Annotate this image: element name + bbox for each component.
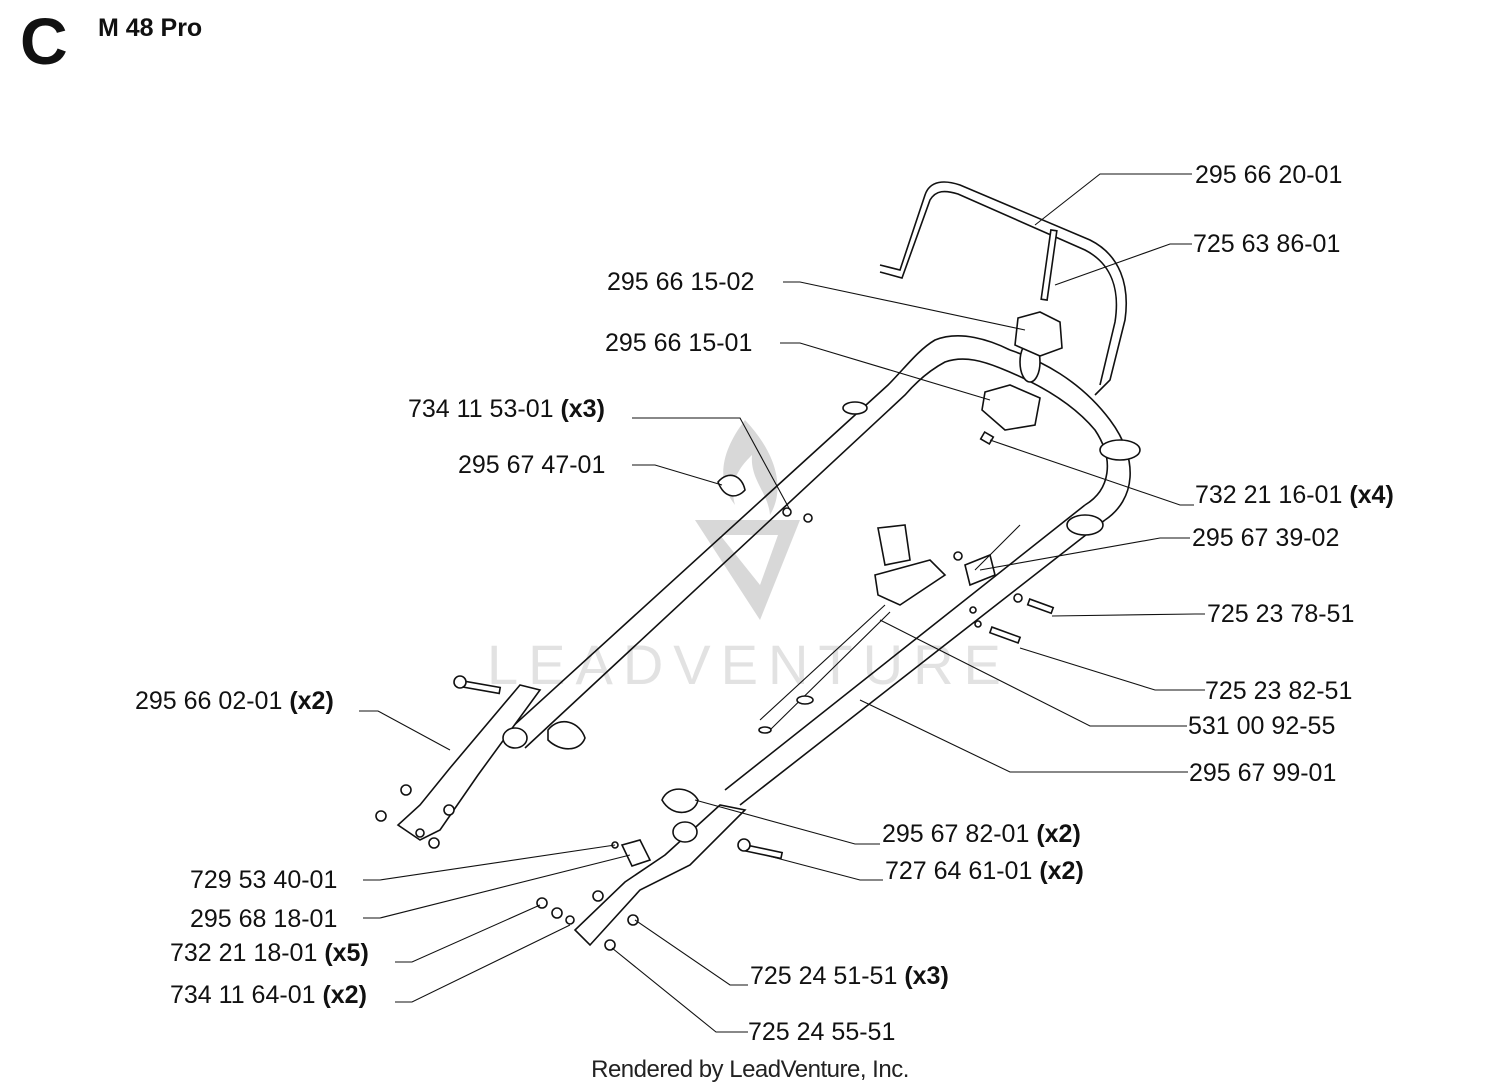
part-label: 725 63 86-01 <box>1193 230 1340 258</box>
right-lower-bracket <box>536 788 784 951</box>
part-label: 732 21 16-01 (x4) <box>1195 481 1394 509</box>
part-label: 725 24 51-51 (x3) <box>750 962 949 990</box>
part-label: 734 11 53-01 (x3) <box>408 395 605 423</box>
model-title: M 48 Pro <box>98 14 203 42</box>
callout-labels: 295 66 20-01 725 63 86-01 295 66 15-02 2… <box>135 161 1394 1046</box>
watermark-flame-logo <box>723 420 778 515</box>
part-label: 295 67 47-01 <box>458 451 605 479</box>
leader-lines <box>359 173 1205 1033</box>
part-label: 295 67 99-01 <box>1189 759 1336 787</box>
part-label: 295 67 82-01 (x2) <box>882 820 1081 848</box>
control-bail <box>879 181 1128 396</box>
footer-credit: Rendered by LeadVenture, Inc. <box>591 1056 909 1083</box>
part-label: 727 64 61-01 (x2) <box>885 857 1084 885</box>
part-label: 295 67 39-02 <box>1192 524 1339 552</box>
part-label: 725 23 78-51 <box>1207 600 1354 628</box>
throttle-control <box>758 524 1055 734</box>
part-label: 295 66 15-01 <box>605 329 752 357</box>
part-label: 734 11 64-01 (x2) <box>170 981 367 1009</box>
leadventure-watermark: LEADVENTURE <box>487 420 1011 696</box>
part-label: 729 53 40-01 <box>190 866 337 894</box>
part-label: 295 66 20-01 <box>1195 161 1342 189</box>
part-label: 295 68 18-01 <box>190 905 337 933</box>
upper-small-parts <box>717 229 1063 523</box>
part-label: 295 66 02-01 (x2) <box>135 687 334 715</box>
part-label: 725 23 82-51 <box>1205 677 1352 705</box>
part-label: 295 66 15-02 <box>607 268 754 296</box>
left-lower-bracket <box>375 675 586 849</box>
part-label: 725 24 55-51 <box>748 1018 895 1046</box>
part-label: 531 00 92-55 <box>1188 712 1335 740</box>
watermark-text: LEADVENTURE <box>487 633 1011 696</box>
watermark-v-logo <box>695 520 800 620</box>
part-label: 732 21 18-01 (x5) <box>170 939 369 967</box>
handle-frame <box>499 335 1141 806</box>
section-letter: C <box>20 4 68 78</box>
